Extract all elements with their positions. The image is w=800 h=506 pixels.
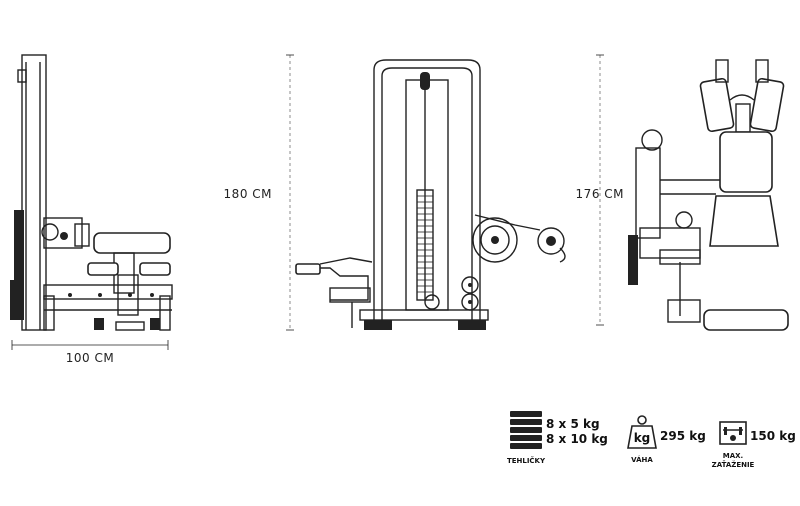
plates-caption: TEHLIČKY xyxy=(507,456,546,465)
spec-plates: 8 x 5 kg 8 x 10 kg TEHLIČKY xyxy=(507,411,608,465)
depth-label: 176 CM xyxy=(576,187,624,201)
weight-caption: VÁHA xyxy=(631,455,653,464)
kg-weight-icon: kg xyxy=(627,415,657,449)
max-load-caption-2: ZAŤAŽENIE xyxy=(712,460,755,469)
spec-weight: kg 295 kg VÁHA xyxy=(627,415,706,464)
kg-badge: kg xyxy=(634,431,651,445)
plates-line2: 8 x 10 kg xyxy=(546,432,608,446)
weight-value: 295 kg xyxy=(660,429,706,443)
spec-max-load: 150 kg MAX. ZAŤAŽENIE xyxy=(712,421,796,469)
weight-stack-icon xyxy=(510,411,542,449)
width-dimension: 100 CM xyxy=(11,340,169,365)
max-load-icon xyxy=(719,421,747,445)
top-view: 176 CM xyxy=(576,54,789,331)
max-load-caption-1: MAX. xyxy=(723,452,743,460)
side-view xyxy=(10,54,173,331)
width-label: 100 CM xyxy=(66,351,114,365)
plates-line1: 8 x 5 kg xyxy=(546,417,600,431)
height-label: 180 CM xyxy=(224,187,272,201)
max-load-value: 150 kg xyxy=(750,429,796,443)
front-view: 180 CM xyxy=(224,54,566,331)
